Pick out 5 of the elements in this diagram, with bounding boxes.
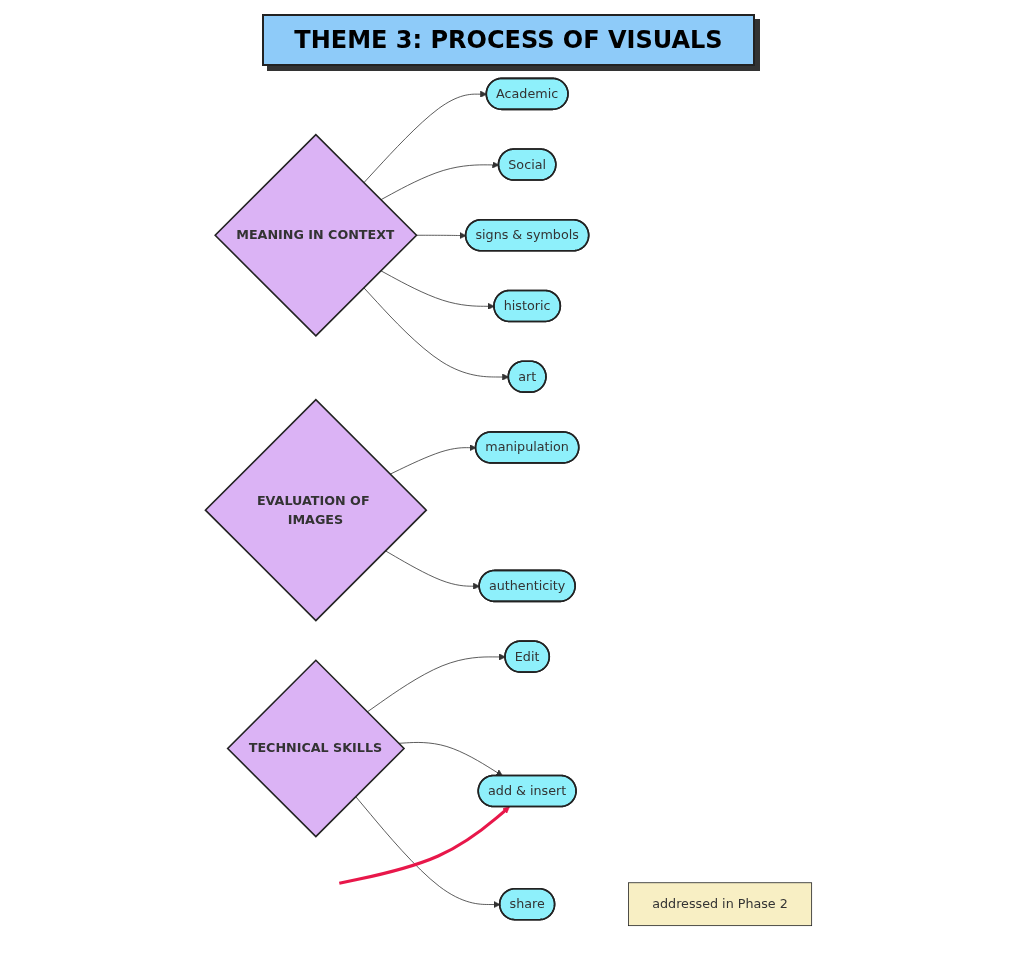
arrow <box>338 806 510 885</box>
node-diamond: EVALUATION OF IMAGES <box>204 398 428 622</box>
node-box: addressed in Phase 2 <box>627 882 812 927</box>
node-diamond: TECHNICAL SKILLS <box>226 659 406 838</box>
node-diamond: MEANING IN CONTEXT <box>214 133 418 338</box>
